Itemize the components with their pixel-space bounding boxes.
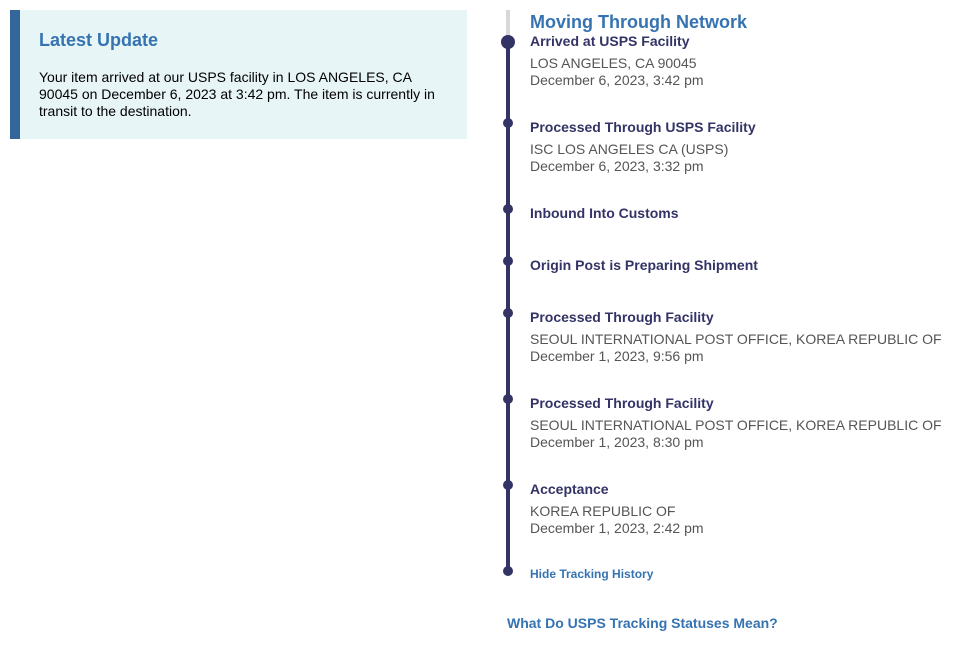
hide-tracking-history-link[interactable]: Hide Tracking History [530, 567, 654, 581]
event-location: ISC LOS ANGELES CA (USPS) [530, 141, 729, 157]
event-location: KOREA REPUBLIC OF [530, 503, 676, 519]
tracking-event: Acceptance KOREA REPUBLIC OF December 1,… [530, 481, 704, 537]
event-time: December 1, 2023, 8:30 pm [530, 434, 704, 450]
timeline-dot [503, 480, 513, 490]
event-status: Origin Post is Preparing Shipment [530, 257, 758, 273]
event-status: Acceptance [530, 481, 609, 497]
timeline-dot [503, 308, 513, 318]
event-location: SEOUL INTERNATIONAL POST OFFICE, KOREA R… [530, 417, 942, 433]
event-location: LOS ANGELES, CA 90045 [530, 55, 697, 71]
event-time: December 6, 2023, 3:42 pm [530, 72, 704, 88]
event-location: SEOUL INTERNATIONAL POST OFFICE, KOREA R… [530, 331, 942, 347]
timeline-end-dot [503, 566, 513, 576]
latest-update-title: Latest Update [39, 30, 159, 50]
timeline-dot [503, 256, 513, 266]
timeline-dot [503, 204, 513, 214]
latest-update-text: Your item arrived at our USPS facility i… [39, 69, 435, 119]
tracking-statuses-link[interactable]: What Do USPS Tracking Statuses Mean? [507, 615, 778, 631]
latest-update-panel: Latest Update Your item arrived at our U… [10, 10, 467, 139]
tracking-event: Origin Post is Preparing Shipment [530, 257, 758, 274]
event-status: Processed Through USPS Facility [530, 119, 756, 135]
event-status: Processed Through Facility [530, 309, 714, 325]
event-time: December 6, 2023, 3:32 pm [530, 158, 704, 174]
event-time: December 1, 2023, 9:56 pm [530, 348, 704, 364]
timeline-dot [503, 118, 513, 128]
event-status: Inbound Into Customs [530, 205, 679, 221]
event-status: Processed Through Facility [530, 395, 714, 411]
tracking-event: Processed Through USPS Facility ISC LOS … [530, 119, 756, 175]
tracking-event: Processed Through Facility SEOUL INTERNA… [530, 309, 942, 365]
event-status: Arrived at USPS Facility [530, 33, 690, 49]
event-time: December 1, 2023, 2:42 pm [530, 520, 704, 536]
tracking-event: Inbound Into Customs [530, 205, 679, 222]
tracking-event: Processed Through Facility SEOUL INTERNA… [530, 395, 942, 451]
timeline-rail-top [506, 10, 510, 42]
timeline-dot [503, 394, 513, 404]
timeline-rail [506, 42, 510, 572]
tracking-event: Arrived at USPS Facility LOS ANGELES, CA… [530, 33, 704, 89]
timeline-current-dot [501, 35, 515, 49]
section-title: Moving Through Network [530, 12, 747, 32]
